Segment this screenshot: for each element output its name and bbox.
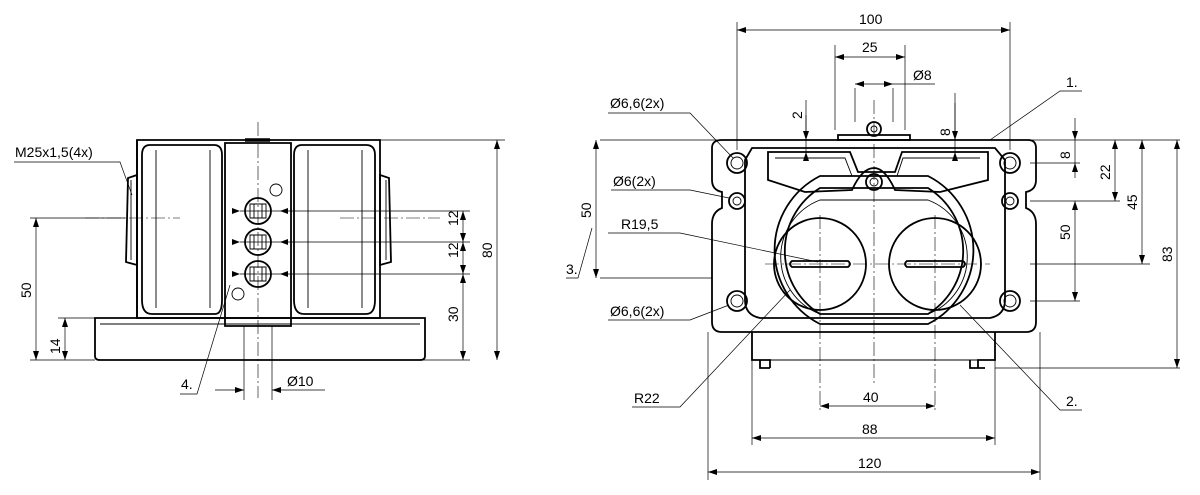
callout-radius-19-5: R19,5 xyxy=(621,216,659,232)
side-dim-14: 14 xyxy=(47,338,63,354)
front-top-cover xyxy=(767,151,989,193)
leader-radius-22 xyxy=(632,289,791,408)
side-dim-50: 50 xyxy=(18,282,34,298)
leader-radius-19-5 xyxy=(608,232,819,263)
callout-hole-6-6-top: Ø6,6(2x) xyxy=(610,95,664,111)
callout-radius-22: R22 xyxy=(634,390,660,406)
front-dim-22: 22 xyxy=(1097,164,1113,180)
front-mounting-holes xyxy=(726,152,1021,312)
front-slot-left xyxy=(789,260,851,268)
side-view: M25x1,5(4x) 4. Ø10 12 12 30 80 50 14 xyxy=(14,122,505,400)
side-dim-12b: 12 xyxy=(445,242,461,258)
front-dim-right-8: 8 xyxy=(1057,151,1073,159)
front-dim-left-50: 50 xyxy=(578,202,594,218)
side-right-shell xyxy=(293,144,376,315)
front-dim-25: 25 xyxy=(862,39,878,55)
ref-4-leader xyxy=(180,284,231,395)
side-gland-left xyxy=(125,173,138,267)
front-dim-40: 40 xyxy=(863,389,879,405)
side-dim-80: 80 xyxy=(479,242,495,258)
side-center-block xyxy=(224,142,292,327)
front-view: 100 25 Ø8 2 8 8 22 45 50 83 50 40 88 120… xyxy=(566,11,1180,480)
leader-hole-6-6-bottom xyxy=(608,304,730,321)
ref-3-label: 3. xyxy=(566,261,578,277)
front-dim-100: 100 xyxy=(859,11,883,27)
callout-hole-6: Ø6(2x) xyxy=(613,173,656,189)
callout-hole-6-6-bottom: Ø6,6(2x) xyxy=(610,303,664,319)
ref-4-label: 4. xyxy=(181,376,193,392)
side-left-shell xyxy=(141,144,223,315)
leader-ref-2 xyxy=(959,304,1082,411)
front-arrowheads xyxy=(593,27,1180,475)
ref-1-label: 1. xyxy=(1066,74,1078,90)
front-dim-45: 45 xyxy=(1124,194,1140,210)
ref-2-label: 2. xyxy=(1066,393,1078,409)
side-shell-inner-lines xyxy=(155,150,363,308)
leader-hole-6-6-top xyxy=(608,112,734,159)
side-gland-right xyxy=(379,173,392,267)
front-obround-outer xyxy=(773,175,975,325)
side-dim-12a: 12 xyxy=(445,210,461,226)
side-dim-diameter-10: Ø10 xyxy=(287,373,314,389)
front-dim-plunger-8: 8 xyxy=(937,128,953,136)
leader-ref-3 xyxy=(566,227,593,279)
front-dim-120: 120 xyxy=(858,455,882,471)
leader-ref-1 xyxy=(989,90,1082,141)
front-dim-88: 88 xyxy=(862,421,878,437)
side-arrowheads xyxy=(33,140,500,393)
front-plunger xyxy=(837,134,911,141)
front-dim-plunger-2: 2 xyxy=(789,111,805,119)
thread-callout: M25x1,5(4x) xyxy=(15,144,93,160)
front-dim-diameter-8: Ø8 xyxy=(913,67,932,83)
front-base-plate xyxy=(711,139,1037,333)
leader-hole-6 xyxy=(611,189,730,199)
front-slot-right xyxy=(904,260,966,268)
front-dim-right-50: 50 xyxy=(1057,224,1073,240)
thread-leader xyxy=(14,161,133,196)
front-dim-83: 83 xyxy=(1159,246,1175,262)
side-dim-30: 30 xyxy=(445,306,461,322)
front-bottom-tabs xyxy=(751,332,996,369)
